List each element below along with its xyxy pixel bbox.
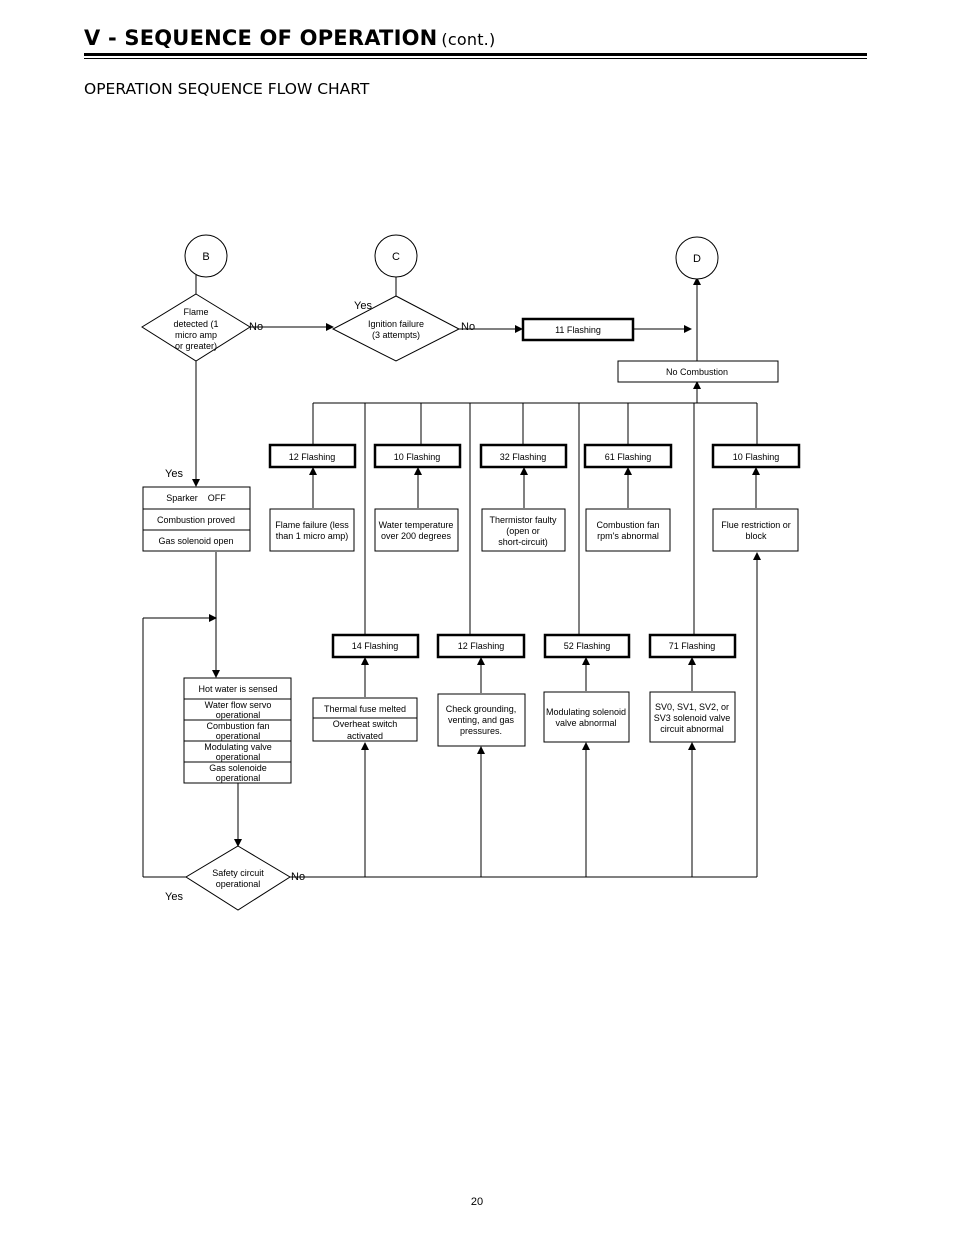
yes-label-flame: Yes	[165, 468, 183, 480]
section-title: OPERATION SEQUENCE FLOW CHART	[84, 80, 370, 98]
upper-cause-12-line-1: Flame failure (less	[275, 520, 349, 530]
code-11-flashing-box: 11 Flashing	[521, 317, 635, 342]
lower-cause-71-line-1: SV0, SV1, SV2, or	[655, 702, 729, 712]
ignition-failure-line-2: (3 attempts)	[372, 330, 420, 340]
no-label-safety: No	[291, 871, 305, 883]
upper-code-32-label: 32 Flashing	[500, 452, 547, 462]
operation-water-flow-line-2: operational	[216, 710, 261, 720]
lower-code-71-label: 71 Flashing	[669, 641, 716, 651]
upper-cause-10-water-line-2: over 200 degrees	[381, 531, 452, 541]
upper-cause-32-line-3: short-circuit)	[498, 537, 548, 547]
upper-code-32: 32 Flashing Thermistor faulty (open or s…	[479, 443, 568, 552]
operation-combustion-fan-line-1: Combustion fan	[206, 721, 269, 731]
upper-code-61-label: 61 Flashing	[605, 452, 652, 462]
upper-cause-61-line-1: Combustion fan	[596, 520, 659, 530]
lower-cause-12-line-2: venting, and gas	[448, 715, 515, 725]
flame-detected-line-1: Flame	[183, 307, 208, 317]
connector-b: B	[184, 234, 228, 278]
upper-cause-12-line-2: than 1 micro amp)	[276, 531, 349, 541]
header-rule-thin	[84, 58, 867, 59]
lower-code-12: 12 Flashing Check grounding, venting, an…	[436, 633, 526, 747]
operation-hot-water-sensed: Hot water is sensed	[198, 684, 277, 694]
upper-cause-32-line-1: Thermistor faulty	[489, 515, 557, 525]
lower-code-14: 14 Flashing Thermal fuse melted Overheat…	[312, 633, 420, 742]
operation-modulating-valve-line-1: Modulating valve	[204, 742, 272, 752]
connector-d-label: D	[693, 253, 701, 265]
upper-cause-10-water-line-1: Water temperature	[379, 520, 454, 530]
lower-code-12-label: 12 Flashing	[458, 641, 505, 651]
page-number: 20	[470, 1196, 484, 1208]
safety-circuit-line-2: operational	[216, 879, 261, 889]
safety-circuit-line-1: Safety circuit	[212, 868, 264, 878]
upper-code-12: 12 Flashing Flame failure (less than 1 m…	[268, 443, 357, 552]
lower-cause-52-line-2: valve abnormal	[555, 718, 616, 728]
operation-combustion-fan-line-2: operational	[216, 731, 261, 741]
no-combustion-box: No Combustion	[617, 360, 779, 383]
upper-cause-32-line-2: (open or	[506, 526, 540, 536]
page-title-cont: (cont.)	[441, 30, 496, 49]
decision-ignition-failure: Ignition failure (3 attempts)	[331, 295, 461, 362]
header-rule-thick	[84, 53, 867, 56]
lower-code-52: 52 Flashing Modulating solenoid valve ab…	[543, 633, 631, 743]
connector-d: D	[675, 236, 719, 280]
upper-code-61: 61 Flashing Combustion fan rpm's abnorma…	[583, 443, 673, 552]
upper-cause-10-flue-line-1: Flue restriction or	[721, 520, 791, 530]
lower-cause-14-line-3: activated	[347, 731, 383, 741]
upper-code-12-label: 12 Flashing	[289, 452, 336, 462]
operation-modulating-valve-line-2: operational	[216, 752, 261, 762]
no-label-ignition: No	[461, 321, 475, 333]
lower-cause-12-line-1: Check grounding,	[446, 704, 517, 714]
flame-detected-line-2: detected (1	[173, 319, 218, 329]
startup-box: Sparker OFF Combustion proved Gas soleno…	[142, 486, 251, 552]
connector-b-label: B	[202, 251, 209, 263]
operation-water-flow-line-1: Water flow servo	[205, 700, 272, 710]
lower-cause-71-line-2: SV3 solenoid valve	[654, 713, 731, 723]
ignition-failure-line-1: Ignition failure	[368, 319, 424, 329]
connector-c-label: C	[392, 251, 400, 263]
lower-cause-14-line-2: Overheat switch	[333, 719, 398, 729]
decision-safety-circuit: Safety circuit operational	[185, 845, 291, 911]
yes-label-safety: Yes	[165, 891, 183, 903]
lower-code-52-label: 52 Flashing	[564, 641, 611, 651]
decision-flame-detected: Flame detected (1 micro amp or greater)	[141, 293, 251, 362]
startup-sparker-off: Sparker OFF	[166, 493, 226, 503]
page-title-text: V - SEQUENCE OF OPERATION	[84, 26, 438, 50]
lower-cause-71-line-3: circuit abnormal	[660, 724, 724, 734]
startup-combustion-proved: Combustion proved	[157, 515, 235, 525]
upper-cause-10-flue-line-2: block	[745, 531, 767, 541]
operation-gas-solenoide-line-2: operational	[216, 773, 261, 783]
operation-box: Hot water is sensed Water flow servo ope…	[183, 677, 292, 784]
lower-cause-12-line-3: pressures.	[460, 726, 502, 736]
startup-gas-solenoid-open: Gas solenoid open	[158, 536, 233, 546]
lower-code-71: 71 Flashing SV0, SV1, SV2, or SV3 soleno…	[648, 633, 737, 743]
no-label-flame: No	[249, 321, 263, 333]
lower-cause-14-line-1: Thermal fuse melted	[324, 704, 406, 714]
upper-code-10-water-label: 10 Flashing	[394, 452, 441, 462]
lower-cause-52-line-1: Modulating solenoid	[546, 707, 626, 717]
flame-detected-line-3: micro amp	[175, 330, 217, 340]
operation-gas-solenoide-line-1: Gas solenoide	[209, 763, 267, 773]
upper-code-10-flue: 10 Flashing Flue restriction or block	[711, 443, 801, 552]
upper-cause-61-line-2: rpm's abnormal	[597, 531, 659, 541]
connector-c: C	[374, 234, 418, 278]
no-combustion-label: No Combustion	[666, 367, 728, 377]
upper-code-10-water: 10 Flashing Water temperature over 200 d…	[373, 443, 462, 552]
lower-code-14-label: 14 Flashing	[352, 641, 399, 651]
page-title: V - SEQUENCE OF OPERATION(cont.)	[84, 26, 495, 50]
yes-label-ignition: Yes	[354, 300, 372, 312]
flame-detected-line-4: or greater)	[175, 341, 217, 351]
code-11-flashing-label: 11 Flashing	[555, 325, 601, 335]
upper-code-10-flue-label: 10 Flashing	[733, 452, 780, 462]
connector-lines	[142, 275, 761, 878]
